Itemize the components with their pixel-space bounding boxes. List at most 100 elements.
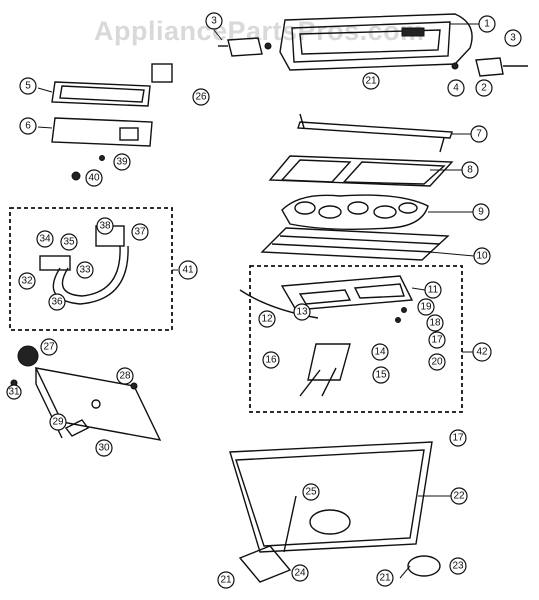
callout-37: 37 (131, 223, 149, 241)
callout-8: 8 (461, 161, 479, 179)
screw-28 (130, 382, 138, 390)
hood-window-frame (51, 81, 151, 107)
svg-text:21: 21 (379, 573, 391, 584)
svg-text:34: 34 (39, 234, 51, 245)
svg-text:7: 7 (476, 129, 482, 140)
callout-20: 20 (428, 353, 446, 371)
callout-31: 31 (6, 384, 22, 400)
callout-33: 33 (76, 261, 94, 279)
grill-hood (279, 13, 473, 71)
svg-text:8: 8 (467, 165, 473, 176)
svg-text:23: 23 (452, 561, 464, 572)
callout-3-left: 3 (205, 12, 223, 30)
callout-21-bottom-left: 21 (217, 571, 235, 589)
svg-text:30: 30 (98, 443, 110, 454)
callout-1: 1 (478, 15, 496, 33)
svg-text:25: 25 (305, 487, 317, 498)
svg-text:39: 39 (116, 157, 128, 168)
electrode-19 (401, 307, 407, 313)
svg-text:1: 1 (484, 19, 490, 30)
callout-29: 29 (49, 413, 67, 431)
bottom-plate (238, 545, 292, 583)
callout-28: 28 (116, 367, 134, 385)
callout-5: 5 (19, 77, 37, 95)
callout-17-firebox: 17 (449, 429, 467, 447)
hood-handle-right (451, 57, 528, 77)
svg-text:21: 21 (220, 575, 232, 586)
leader-lines (37, 23, 482, 579)
svg-text:22: 22 (453, 491, 465, 502)
svg-text:31: 31 (8, 387, 20, 398)
lava-rocks (281, 194, 429, 231)
callout-32: 32 (18, 272, 36, 290)
regulator-group (9, 207, 173, 331)
svg-text:4: 4 (453, 83, 459, 94)
svg-text:42: 42 (476, 347, 488, 358)
callout-3-right: 3 (504, 29, 522, 47)
callout-25: 25 (302, 483, 320, 501)
svg-text:24: 24 (294, 568, 306, 579)
callout-2: 2 (475, 79, 493, 97)
callout-6: 6 (19, 117, 37, 135)
svg-text:35: 35 (63, 237, 75, 248)
callout-21-hood: 21 (362, 72, 380, 90)
callout-16: 16 (262, 351, 280, 369)
svg-text:19: 19 (420, 302, 432, 313)
burner-assembly-group (249, 265, 463, 413)
callout-14: 14 (371, 343, 389, 361)
firebox-base (229, 441, 433, 553)
svg-text:10: 10 (476, 251, 488, 262)
callout-7: 7 (470, 125, 488, 143)
callout-12: 12 (258, 310, 276, 328)
control-panel (17, 345, 162, 441)
callout-11: 11 (424, 281, 442, 299)
callout-42: 42 (472, 342, 492, 362)
svg-text:6: 6 (25, 121, 31, 132)
callout-22: 22 (450, 487, 468, 505)
screw-39 (99, 155, 105, 161)
nut-40 (71, 171, 81, 181)
svg-text:26: 26 (195, 92, 207, 103)
svg-text:9: 9 (478, 207, 484, 218)
svg-text:27: 27 (43, 342, 55, 353)
svg-text:28: 28 (119, 371, 131, 382)
svg-text:17: 17 (452, 433, 464, 444)
callout-41: 41 (178, 260, 198, 280)
callout-21-bottom-right: 21 (376, 569, 394, 587)
window-clip (151, 63, 173, 83)
cooking-grid (268, 155, 454, 187)
callout-4: 4 (447, 79, 465, 97)
regulator-hose (39, 225, 129, 305)
svg-text:38: 38 (99, 221, 111, 232)
callout-17-burner: 17 (428, 331, 446, 349)
callout-27: 27 (40, 338, 58, 356)
callout-24: 24 (291, 564, 309, 582)
svg-text:32: 32 (21, 276, 33, 287)
callout-30: 30 (95, 439, 113, 457)
svg-text:3: 3 (211, 16, 217, 27)
svg-text:20: 20 (431, 357, 443, 368)
svg-text:33: 33 (79, 265, 91, 276)
callout-15: 15 (372, 366, 390, 384)
callout-13: 13 (293, 303, 311, 321)
callout-23: 23 (449, 557, 467, 575)
svg-text:40: 40 (88, 173, 100, 184)
svg-text:12: 12 (261, 314, 273, 325)
callout-19: 19 (417, 298, 435, 316)
svg-text:3: 3 (510, 33, 516, 44)
callout-40: 40 (85, 169, 103, 187)
callout-39: 39 (113, 153, 131, 171)
callout-38: 38 (96, 217, 114, 235)
callout-34: 34 (36, 230, 54, 248)
screw-18 (395, 317, 401, 323)
rock-grate (260, 227, 450, 261)
warming-rack (297, 113, 453, 153)
callout-10: 10 (473, 247, 491, 265)
svg-text:21: 21 (365, 76, 377, 87)
svg-text:14: 14 (374, 347, 386, 358)
svg-text:29: 29 (52, 417, 64, 428)
hood-handle-left (218, 37, 272, 57)
svg-text:17: 17 (431, 335, 443, 346)
hanger-wire (407, 555, 441, 577)
